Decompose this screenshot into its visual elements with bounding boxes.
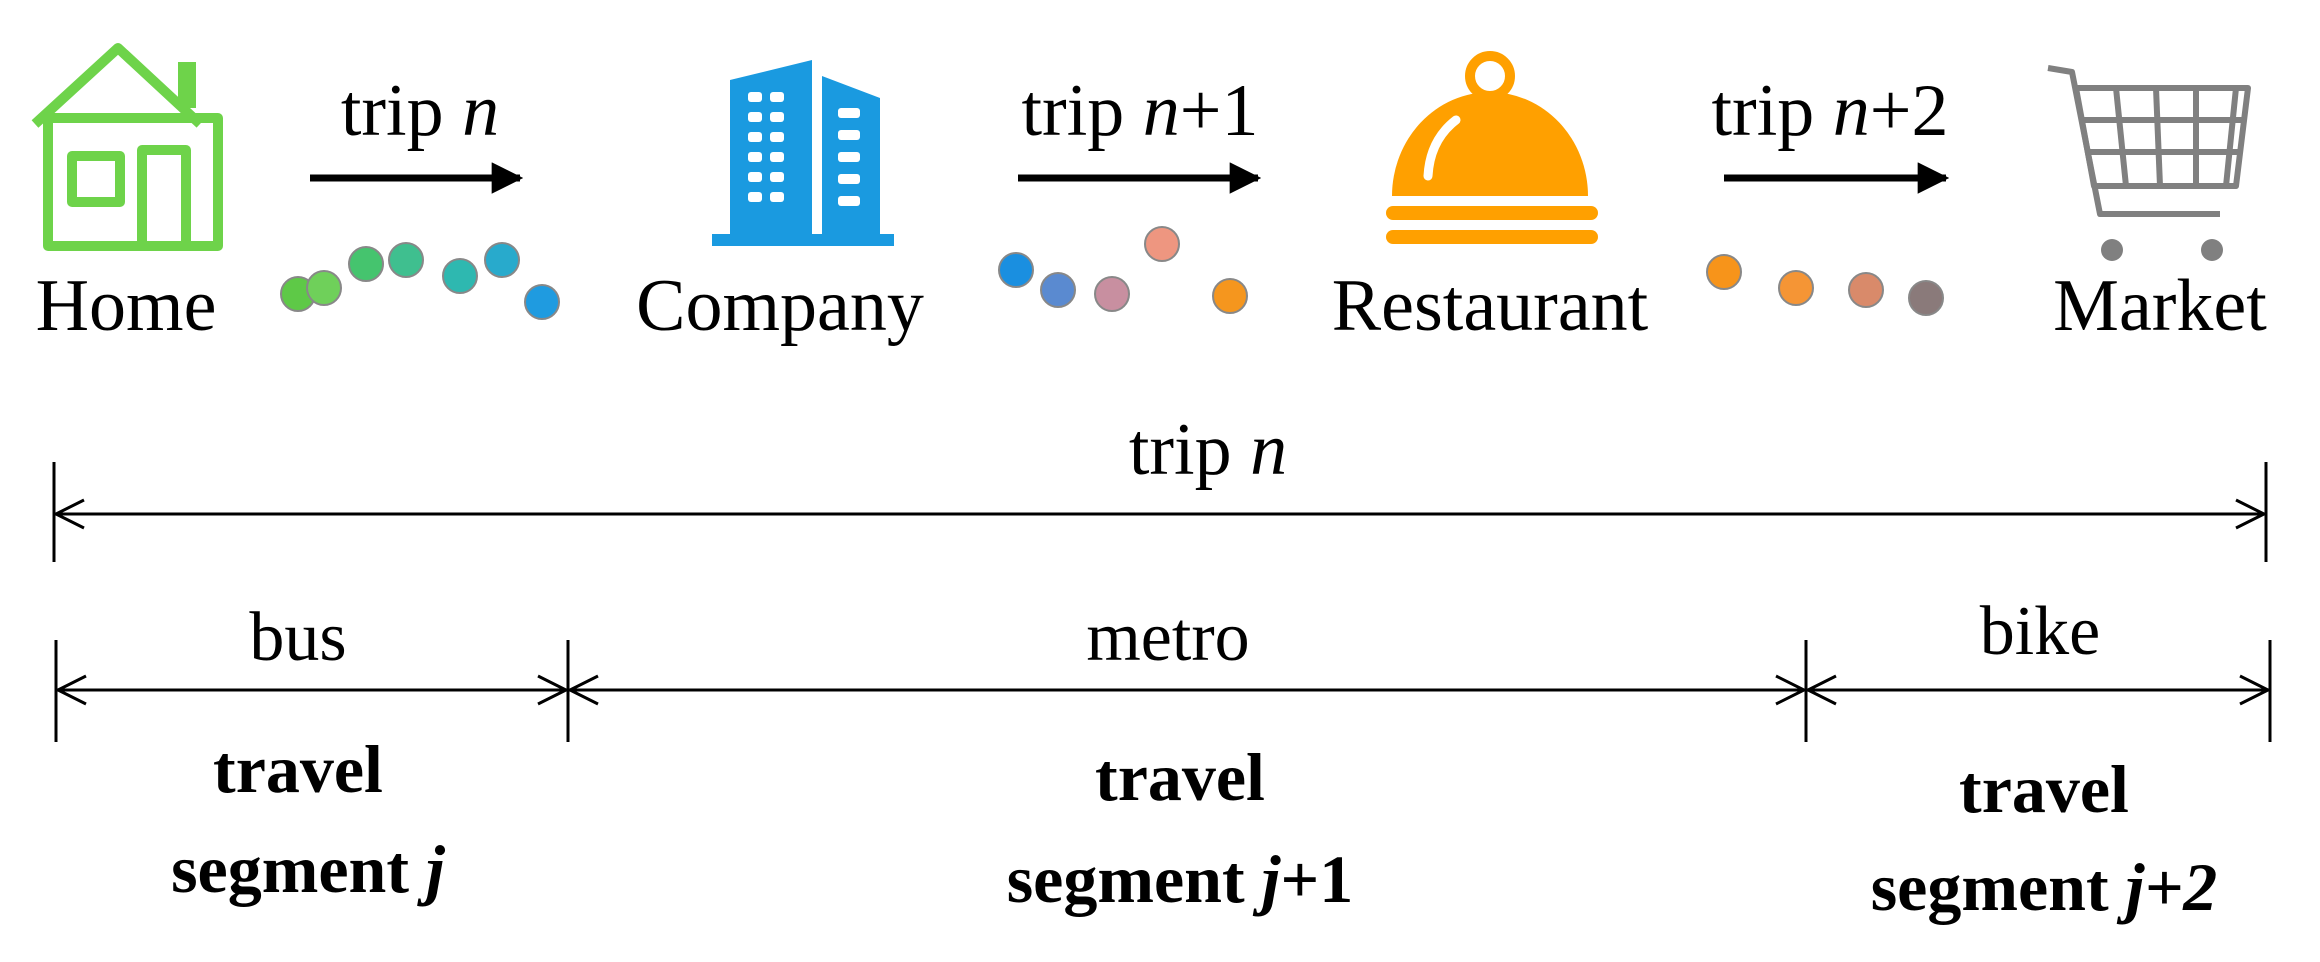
trip-label-2: trip n+1 [1022,70,1259,152]
trip-span-label: trip n [1129,409,1287,491]
segment-name-2-line1: travel [1095,739,1265,815]
segment-name-3-line2: segment j+2 [1871,849,2218,925]
food-cloche-icon [1386,51,1598,244]
gps-point [1908,280,1944,316]
place-label-home: Home [36,265,217,347]
gps-point [1144,226,1180,262]
gps-points-trip-3 [1706,254,1944,316]
gps-point [1094,276,1130,312]
gps-point [348,246,384,282]
gps-point [1848,272,1884,308]
trip-label-3: trip n+2 [1712,70,1949,152]
gps-point [388,242,424,278]
place-label-company: Company [636,265,924,347]
gps-point [1706,254,1742,290]
gps-point [524,284,560,320]
gps-point [442,258,478,294]
office-building-icon [712,60,894,246]
segment-name-2-line2: segment j+1 [1007,841,1354,917]
gps-point [1212,278,1248,314]
gps-point [1040,272,1076,308]
segment-name-3-line1: travel [1959,751,2129,827]
gps-point [998,252,1034,288]
shopping-cart-icon [2047,65,2251,261]
gps-point [484,242,520,278]
place-label-restaurant: Restaurant [1332,265,1649,347]
gps-points-trip-1 [280,242,560,320]
place-label-market: Market [2053,265,2267,347]
trip-span-dimension-line [52,462,2268,562]
segment-dimension-lines [54,640,2272,742]
house-icon [31,43,223,251]
segment-name-1-line2: segment j [171,831,446,907]
gps-point [1778,270,1814,306]
gps-points-trip-2 [998,226,1248,314]
gps-point [306,270,342,306]
trip-label-1: trip n [341,70,499,152]
segment-mode-metro: metro [1086,599,1249,676]
segment-name-1-line1: travel [213,731,383,807]
segment-mode-bike: bike [1980,593,2101,670]
segment-mode-bus: bus [249,599,346,676]
